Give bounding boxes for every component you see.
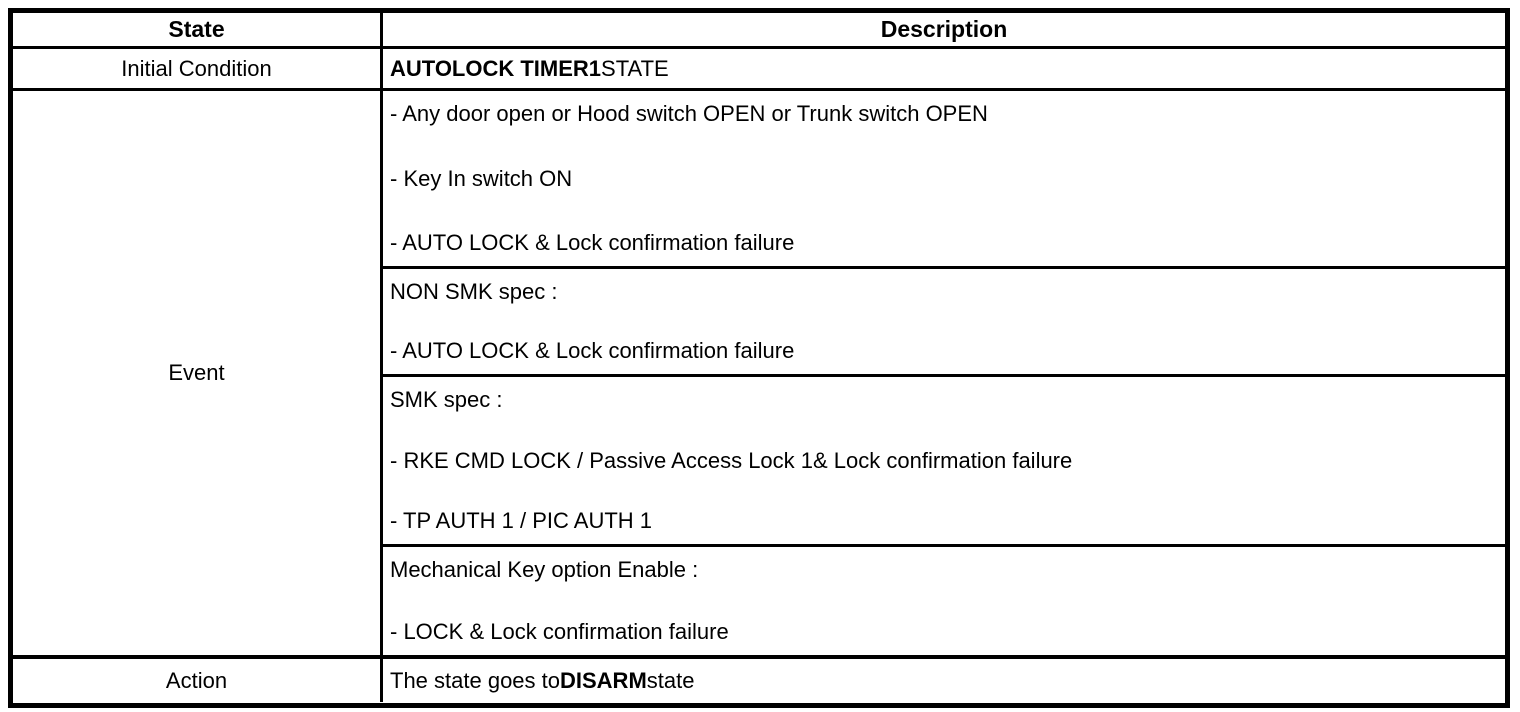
action-label: Action	[13, 659, 383, 702]
column-header-description: Description	[880, 16, 1008, 42]
table-header-row: State Description	[13, 13, 1505, 49]
event-line: SMK spec :	[390, 387, 503, 412]
event-group-mechanical-key: Mechanical Key option Enable : - LOCK & …	[383, 547, 1505, 655]
state-description-table: State Description Initial Condition AUTO…	[8, 8, 1510, 708]
action-value-prefix: The state goes to	[390, 667, 560, 693]
event-description-stack: - Any door open or Hood switch OPEN or T…	[383, 91, 1505, 655]
event-label: Event	[13, 91, 383, 655]
event-line: Mechanical Key option Enable :	[390, 557, 699, 582]
event-line: - Any door open or Hood switch OPEN or T…	[390, 101, 988, 126]
event-line: - Key In switch ON	[390, 165, 573, 191]
event-group-smk: SMK spec : - RKE CMD LOCK / Passive Acce…	[383, 377, 1505, 547]
initial-condition-label: Initial Condition	[13, 49, 383, 88]
event-line: - AUTO LOCK & Lock confirmation failure	[390, 230, 795, 255]
initial-condition-value-bold: AUTOLOCK TIMER1	[390, 55, 602, 81]
column-header-state: State	[13, 13, 383, 46]
event-group-non-smk: NON SMK spec : - AUTO LOCK & Lock confir…	[383, 269, 1505, 377]
event-line: - AUTO LOCK & Lock confirmation failure	[390, 338, 795, 363]
event-row: Event - Any door open or Hood switch OPE…	[13, 91, 1505, 659]
event-line: - LOCK & Lock confirmation failure	[390, 619, 729, 644]
event-line: NON SMK spec :	[390, 279, 558, 304]
initial-condition-value-regular: STATE	[601, 55, 669, 81]
action-value-suffix: state	[646, 667, 695, 693]
event-group-general: - Any door open or Hood switch OPEN or T…	[383, 91, 1505, 269]
event-line: - TP AUTH 1 / PIC AUTH 1	[390, 508, 653, 533]
action-value-bold: DISARM	[560, 667, 647, 693]
event-line: - RKE CMD LOCK / Passive Access Lock 1& …	[390, 447, 1073, 473]
